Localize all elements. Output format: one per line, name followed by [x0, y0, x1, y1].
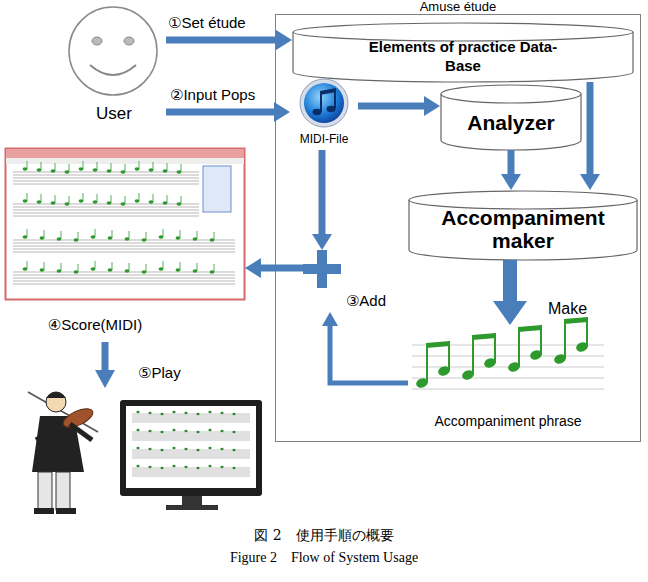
- node-outline: [5, 148, 245, 301]
- play-arrow: [95, 342, 115, 388]
- flow-arrow: [501, 150, 521, 190]
- node-outline: [62, 5, 166, 99]
- database-cylinder: Elements of practice Data-Base: [292, 22, 634, 82]
- flow-arrow: [245, 258, 303, 278]
- node-text: Accompaniment phrase: [408, 413, 608, 430]
- edge-label: Make: [548, 300, 587, 318]
- node-text: Accompaniment maker: [423, 206, 623, 252]
- flow-arrow: [166, 30, 292, 50]
- node-outline: [303, 250, 341, 288]
- node-text: Analyzer: [440, 110, 582, 135]
- node-text: Amuse étude: [275, 0, 641, 15]
- score-window: ④Score(MIDI): [5, 148, 245, 338]
- violinist-figure: [28, 392, 98, 514]
- step-label: ⑤Play: [138, 364, 181, 382]
- node-text: ④Score(MIDI): [20, 316, 170, 334]
- accompaniment-phrase: Accompaniment phrase: [408, 325, 608, 435]
- accompaniment-maker-cylinder: Accompaniment maker: [408, 190, 638, 260]
- figure-caption: 図 2 使用手順の概要: [0, 527, 648, 545]
- figure-caption-en: Figure 2 Flow of System Usage: [0, 549, 648, 567]
- flow-arrow: [166, 102, 290, 122]
- node-outline: [408, 325, 608, 405]
- monitor-illustration: [120, 400, 262, 510]
- node-outline: [290, 78, 358, 130]
- flow-arrow: [322, 312, 408, 383]
- analyzer-cylinder: Analyzer: [440, 84, 582, 150]
- midi-file-icon: MIDI-File: [290, 78, 358, 150]
- flow-arrow: [358, 96, 440, 116]
- system-frame: Amuse étudeElements of practice Data-Bas…: [275, 0, 641, 442]
- node-text: User: [62, 104, 166, 124]
- flow-arrow: [580, 82, 600, 190]
- edge-label: ①Set étude: [168, 14, 246, 32]
- node-text: MIDI-File: [290, 132, 358, 146]
- node-text: Elements of practice Data-Base: [358, 37, 568, 75]
- add-plus: ③Add: [303, 250, 393, 312]
- flow-arrow: [312, 150, 332, 250]
- flow-arrow: [493, 260, 527, 325]
- node-text: ③Add: [339, 292, 393, 310]
- user-icon: User: [62, 5, 166, 127]
- edge-label: ②Input Pops: [170, 86, 255, 104]
